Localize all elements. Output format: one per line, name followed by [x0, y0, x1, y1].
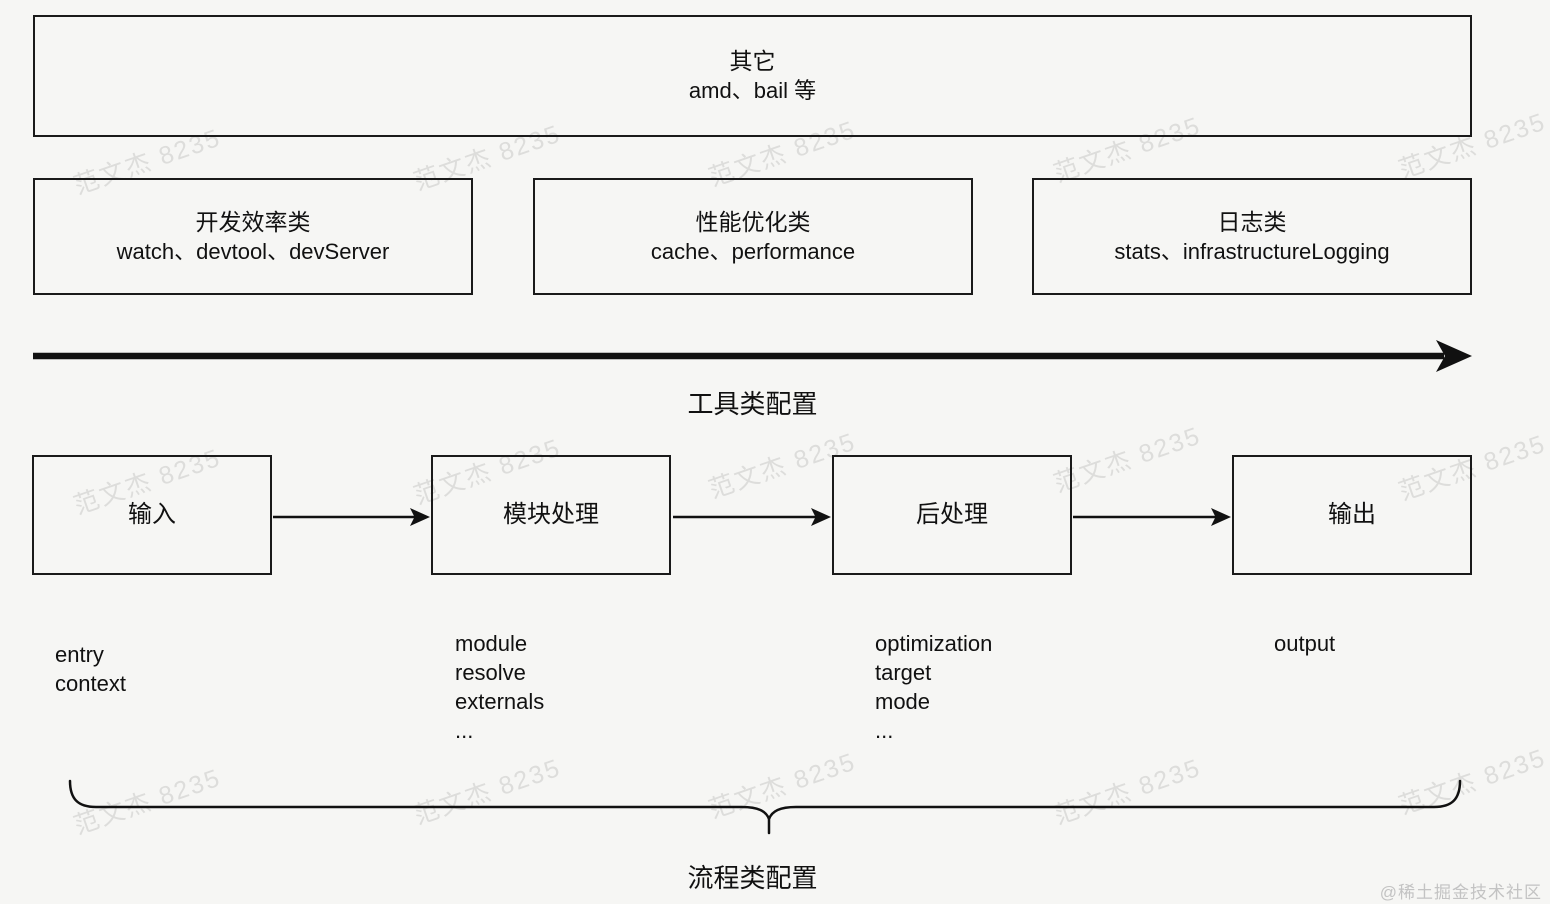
flow-box-label: 输入 — [128, 501, 176, 528]
category-items: stats、infrastructureLogging — [1114, 238, 1390, 264]
option-item: output — [1274, 631, 1336, 656]
tool-config-label: 工具类配置 — [687, 389, 818, 419]
category-title: 性能优化类 — [695, 208, 811, 235]
option-item: target — [875, 660, 932, 685]
category-items: cache、performance — [650, 238, 856, 264]
option-item: mode — [875, 689, 931, 714]
other-config-title: 其它 — [729, 48, 776, 74]
watermark-text: 范文杰 8235 — [1395, 743, 1550, 821]
postprocess-options-list: optimization target mode ... — [875, 629, 992, 745]
category-title: 开发效率类 — [195, 208, 311, 235]
other-config-items: amd、bail 等 — [688, 78, 817, 103]
watermark-text: 范文杰 8235 — [410, 753, 565, 831]
flow-box-output: 输出 — [1232, 455, 1472, 575]
category-items: watch、devtool、devServer — [116, 238, 390, 264]
category-box-dev-efficiency: 开发效率类 watch、devtool、devServer — [33, 178, 473, 295]
category-title: 日志类 — [1217, 208, 1287, 235]
category-box-performance: 性能优化类 cache、performance — [533, 178, 973, 295]
watermark-text: 范文杰 8235 — [1050, 753, 1205, 831]
flow-box-input: 输入 — [32, 455, 272, 575]
watermark-text: 范文杰 8235 — [70, 763, 225, 841]
watermark-text: 范文杰 8235 — [705, 747, 860, 825]
flow-arrow-3-head — [1211, 508, 1231, 526]
output-options-list: output — [1274, 629, 1335, 658]
flow-box-post-processing: 后处理 — [832, 455, 1072, 575]
flow-box-label: 输出 — [1328, 501, 1376, 528]
option-item: context — [55, 671, 126, 696]
other-config-box: 其它 amd、bail 等 — [33, 15, 1472, 137]
flow-box-label: 模块处理 — [503, 501, 599, 528]
option-item: ... — [875, 718, 894, 743]
option-item: optimization — [875, 631, 993, 656]
flow-arrow-1-head — [410, 508, 430, 526]
flow-arrow-2-head — [811, 508, 831, 526]
flow-box-label: 后处理 — [916, 501, 988, 528]
input-options-list: entry context — [55, 640, 126, 698]
option-item: ... — [455, 718, 474, 743]
option-item: externals — [455, 689, 545, 714]
option-item: resolve — [455, 660, 526, 685]
flow-box-module-processing: 模块处理 — [431, 455, 671, 575]
module-options-list: module resolve externals ... — [455, 629, 544, 745]
process-config-label: 流程类配置 — [687, 863, 818, 893]
category-box-logging: 日志类 stats、infrastructureLogging — [1032, 178, 1472, 295]
option-item: module — [455, 631, 528, 656]
option-item: entry — [55, 642, 104, 667]
juejin-community-watermark: @稀土掘金技术社区 — [1379, 883, 1542, 902]
tool-config-arrow-head — [1436, 340, 1472, 372]
process-config-brace — [68, 779, 1462, 835]
